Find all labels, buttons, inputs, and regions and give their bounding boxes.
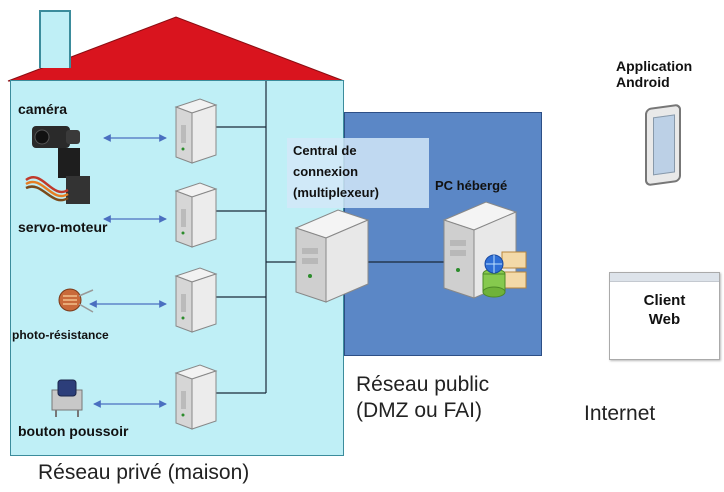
browser-window-icon: Client Web [609, 272, 720, 360]
client-web-line1: Client [643, 292, 686, 309]
public-network-line1: Réseau public [356, 373, 490, 396]
central-label-line1: Central de [293, 143, 357, 158]
android-app-label: Application Android [616, 58, 692, 90]
pc-server-icon [442, 201, 527, 299]
camera-icon [25, 126, 90, 204]
house-chimney [39, 10, 71, 68]
server-icon [174, 364, 218, 430]
server-icon [174, 98, 218, 164]
android-app-line1: Application [616, 58, 693, 74]
internet-label: Internet [584, 402, 656, 425]
server-icon [174, 267, 218, 333]
public-network-label: Réseau public (DMZ ou FAI) [356, 372, 489, 424]
client-web-label: Client Web [610, 291, 719, 329]
push-button-icon [51, 379, 83, 417]
central-label-box: Central de connexion (multiplexeur) [287, 138, 429, 208]
browser-toolbar [610, 273, 719, 282]
server-icon [174, 182, 218, 248]
camera-label: caméra [18, 101, 68, 117]
push-button-label: bouton poussoir [18, 423, 129, 439]
servo-label: servo-moteur [18, 219, 108, 235]
pc-hosted-label: PC hébergé [435, 178, 508, 193]
central-label-line2: connexion [293, 164, 359, 179]
central-server-icon [294, 209, 370, 303]
public-network-line2: (DMZ ou FAI) [356, 399, 483, 422]
photoresistor-icon [58, 288, 94, 313]
photo-resistance-label: photo-résistance [12, 328, 109, 342]
smartphone-screen [653, 114, 675, 176]
private-network-label: Réseau privé (maison) [38, 461, 250, 484]
smartphone-icon [645, 103, 681, 187]
android-app-line2: Android [616, 74, 670, 90]
client-web-line2: Web [648, 311, 681, 328]
central-label-line3: (multiplexeur) [293, 185, 379, 200]
